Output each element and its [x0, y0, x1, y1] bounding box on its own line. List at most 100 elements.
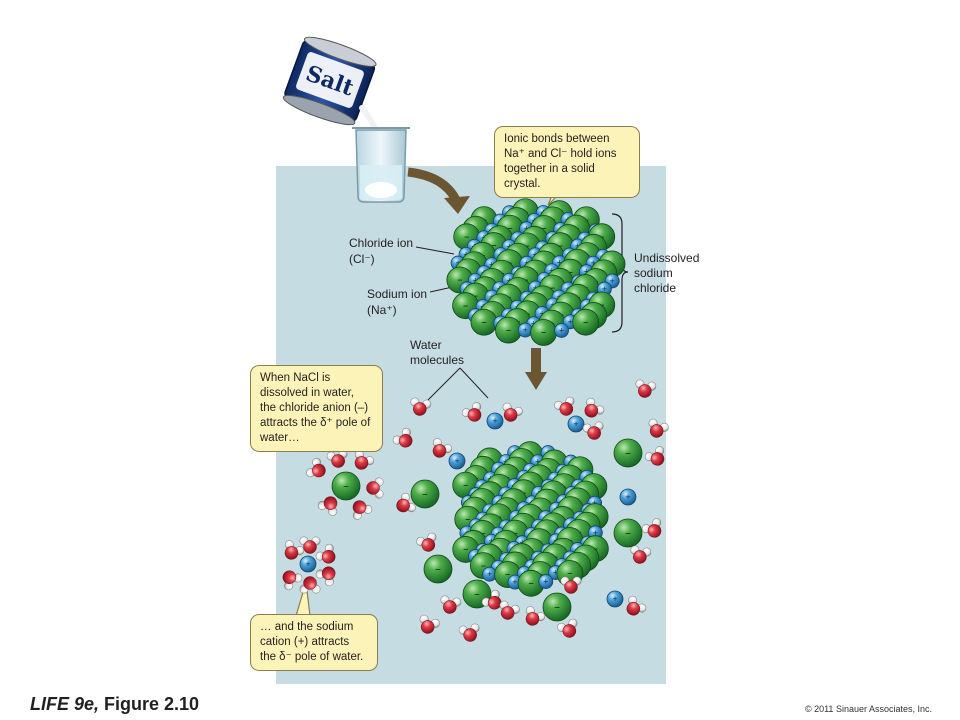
svg-text:–: –	[625, 446, 631, 460]
svg-text:–: –	[463, 479, 469, 492]
free-sodium-ion: +	[606, 590, 624, 608]
water-leader-1	[427, 367, 461, 401]
svg-text:–: –	[505, 568, 511, 581]
svg-text:+: +	[584, 268, 590, 276]
water-molecule	[499, 600, 520, 620]
free-chloride-ion: –	[331, 471, 361, 501]
chloride-ion: –	[572, 308, 600, 336]
hydration-water	[315, 543, 336, 564]
svg-text:–: –	[583, 316, 589, 329]
svg-text:–: –	[343, 479, 349, 493]
svg-text:+: +	[567, 318, 573, 326]
water-molecule	[419, 614, 440, 634]
svg-text:+: +	[487, 570, 493, 578]
svg-text:+: +	[573, 420, 579, 428]
label-undissolved: Undissolved sodium chloride	[634, 251, 700, 295]
hydration-water	[317, 496, 338, 516]
hydration-water	[306, 457, 326, 478]
salt-can: Salt	[282, 36, 377, 126]
hydration-water	[282, 570, 303, 591]
hydration-water	[366, 477, 384, 499]
svg-text:–: –	[480, 527, 486, 540]
free-chloride-ion: –	[613, 438, 643, 468]
label-water-molecules: Water molecules	[410, 338, 465, 367]
free-sodium-ion: +	[299, 555, 317, 573]
water-molecule	[648, 418, 669, 438]
undissolved-bracket	[611, 213, 629, 333]
chloride-leader	[415, 246, 455, 255]
water-molecule	[410, 397, 432, 416]
svg-text:–: –	[473, 290, 479, 303]
water-molecule	[396, 492, 416, 513]
water-molecule	[458, 623, 480, 642]
svg-text:–: –	[481, 316, 487, 329]
svg-text:–: –	[568, 266, 574, 279]
free-sodium-ion: +	[567, 415, 585, 433]
svg-text:+: +	[553, 569, 559, 577]
svg-text:+: +	[612, 595, 618, 603]
svg-text:–: –	[541, 326, 547, 339]
free-chloride-ion: –	[410, 479, 440, 509]
water-molecule	[584, 397, 605, 418]
free-sodium-ion: +	[619, 488, 637, 506]
svg-text:–: –	[506, 324, 512, 337]
hydration-water	[354, 450, 375, 470]
svg-text:+: +	[575, 242, 581, 250]
svg-text:–: –	[481, 559, 487, 572]
water-molecule	[554, 396, 575, 416]
down-arrow-shaft	[531, 348, 541, 374]
hydration-water	[284, 540, 305, 560]
free-chloride-ion: –	[423, 554, 453, 584]
svg-text:–: –	[554, 600, 560, 614]
caption-book: LIFE 9e,	[30, 694, 100, 714]
svg-text:–: –	[457, 274, 463, 287]
svg-text:+: +	[592, 529, 598, 537]
water-molecule	[582, 421, 604, 440]
svg-text:–: –	[463, 299, 469, 312]
svg-text:–: –	[464, 230, 470, 243]
callout-sodium-attracts: … and the sodium cation (+) attracts the…	[250, 614, 378, 671]
svg-text:+: +	[625, 493, 631, 501]
free-sodium-ion: +	[486, 412, 504, 430]
svg-text:–: –	[491, 239, 497, 252]
svg-text:–: –	[422, 487, 428, 501]
svg-text:–: –	[474, 587, 480, 601]
label-chloride-formula: (Cl⁻)	[349, 252, 375, 266]
sodium-ion: +	[554, 323, 569, 338]
copyright: © 2011 Sinauer Associates, Inc.	[804, 704, 932, 714]
water-leader-2	[459, 367, 489, 399]
callout-ionic-bonds: Ionic bonds between Na⁺ and Cl⁻ hold ion…	[494, 126, 640, 198]
svg-text:+: +	[492, 417, 498, 425]
beaker	[352, 127, 410, 203]
svg-text:–: –	[524, 239, 530, 252]
svg-text:+: +	[535, 458, 541, 466]
water-molecule	[392, 427, 413, 448]
svg-text:–: –	[541, 222, 547, 235]
figure-caption: LIFE 9e, Figure 2.10	[30, 694, 199, 715]
water-molecule	[557, 618, 578, 638]
water-molecule	[481, 589, 502, 610]
water-molecule	[644, 446, 665, 466]
svg-text:+: +	[592, 499, 598, 507]
water-molecule	[630, 545, 652, 564]
curved-arrow	[407, 167, 461, 203]
water-molecule	[502, 402, 523, 422]
svg-text:+: +	[522, 326, 528, 334]
svg-text:–: –	[625, 526, 631, 540]
free-chloride-ion: –	[613, 518, 643, 548]
curved-arrow-head	[444, 196, 470, 214]
chloride-ion: –	[495, 316, 522, 344]
svg-text:+: +	[472, 276, 478, 284]
hydration-water	[352, 500, 373, 520]
label-chloride-ion: Chloride ion	[349, 236, 414, 250]
label-sodium-formula: (Na⁺)	[367, 303, 397, 317]
water-molecule	[626, 595, 647, 616]
svg-text:–: –	[512, 527, 518, 540]
water-molecule	[560, 576, 582, 594]
svg-text:+: +	[559, 326, 565, 334]
svg-text:–: –	[435, 562, 441, 576]
label-sodium-ion: Sodium ion	[367, 287, 428, 301]
svg-text:+: +	[305, 560, 311, 568]
caption-figure: Figure 2.10	[99, 694, 200, 714]
